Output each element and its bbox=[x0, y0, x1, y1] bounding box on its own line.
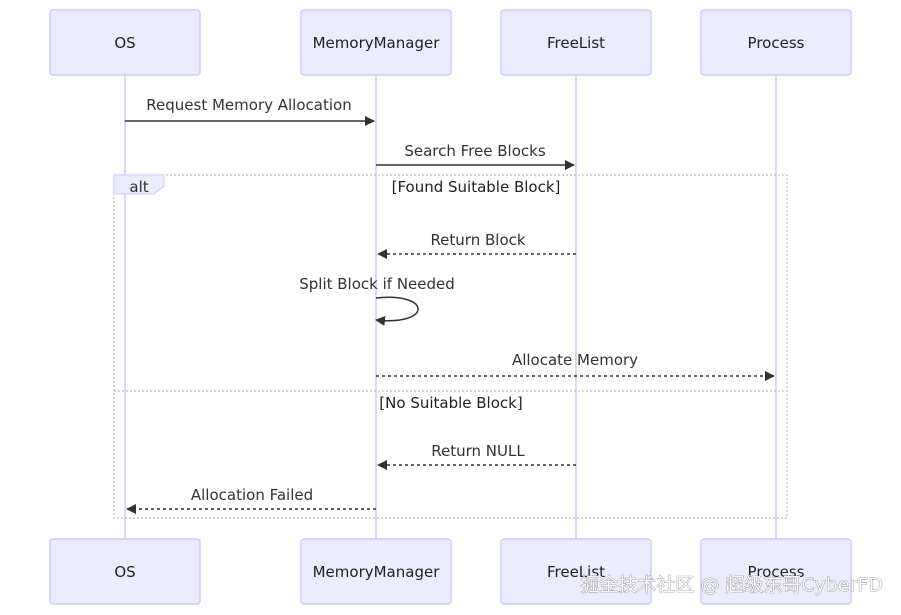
actor-box-memorymanager-bottom bbox=[300, 538, 452, 605]
actor-box-freelist-top bbox=[500, 9, 652, 76]
watermark-text: 掘金技术社区 @ 超级东哥CyberFD bbox=[580, 574, 883, 596]
message-label-split-block: Split Block if Needed bbox=[299, 275, 455, 293]
actor-box-freelist-bottom bbox=[500, 538, 652, 605]
actor-label-os-bottom: OS bbox=[114, 563, 135, 581]
message-label-allocate-memory: Allocate Memory bbox=[512, 351, 638, 369]
alt-label: alt bbox=[129, 178, 148, 196]
actor-label-process-top: Process bbox=[748, 34, 805, 52]
actor-label-os-top: OS bbox=[114, 34, 135, 52]
actor-label-freelist-bottom: FreeList bbox=[547, 563, 605, 581]
actor-label-process-bottom: Process bbox=[748, 563, 805, 581]
actor-label-memorymanager-top: MemoryManager bbox=[313, 34, 441, 52]
alt-frame bbox=[113, 174, 788, 519]
actor-label-freelist-top: FreeList bbox=[547, 34, 605, 52]
message-arrow-split-block bbox=[375, 296, 419, 326]
message-label-allocation-failed: Allocation Failed bbox=[191, 486, 313, 504]
actor-box-process-top bbox=[700, 9, 852, 76]
actor-box-memorymanager-top bbox=[300, 9, 452, 76]
actor-label-memorymanager-bottom: MemoryManager bbox=[313, 563, 441, 581]
alt-tab bbox=[113, 174, 165, 195]
message-label-request-allocation: Request Memory Allocation bbox=[146, 96, 351, 114]
alt-condition-none: [No Suitable Block] bbox=[379, 394, 522, 412]
actor-box-process-bottom bbox=[700, 538, 852, 605]
alt-condition-found: [Found Suitable Block] bbox=[392, 178, 561, 196]
message-label-search-free-blocks: Search Free Blocks bbox=[404, 142, 545, 160]
message-label-return-null: Return NULL bbox=[431, 442, 525, 460]
message-label-return-block: Return Block bbox=[430, 231, 525, 249]
actor-box-os-top bbox=[49, 9, 201, 76]
actor-box-os-bottom bbox=[49, 538, 201, 605]
